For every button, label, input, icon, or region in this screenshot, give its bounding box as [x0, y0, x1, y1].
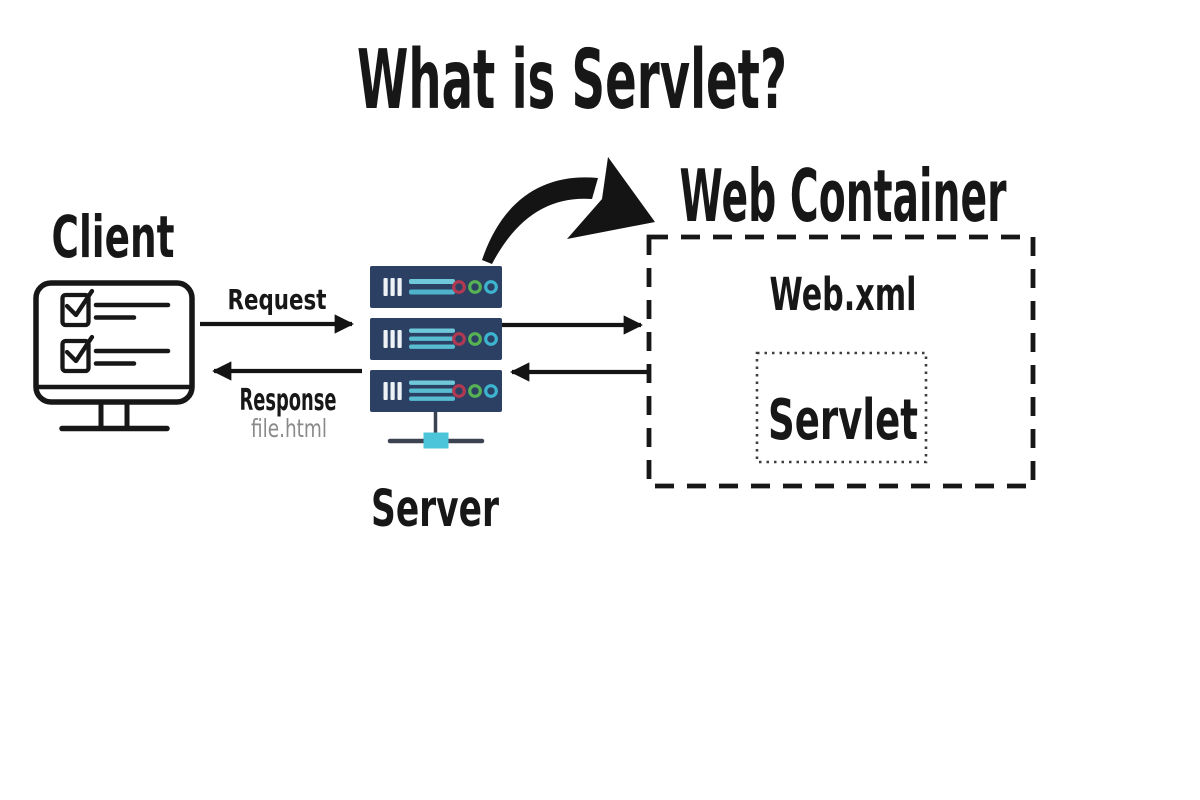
status-led-cyan [484, 280, 498, 294]
vent-bar [383, 382, 388, 400]
curved-arrow-head [567, 157, 655, 239]
checklist-row [60, 334, 171, 374]
vent-bar [390, 330, 395, 348]
vent-bar [383, 330, 388, 348]
server-slot-line [409, 336, 455, 341]
status-led-cyan [484, 384, 498, 398]
server-unit [370, 370, 502, 412]
status-led-green [468, 280, 482, 294]
curved-arrow-icon [482, 157, 655, 264]
server-slot-line [409, 328, 455, 333]
web-container-label: Web Container [680, 154, 1007, 238]
server-slot-line [409, 344, 455, 349]
status-led-green [468, 332, 482, 346]
server-unit [370, 318, 502, 360]
status-led-cyan [484, 332, 498, 346]
status-led-red [452, 332, 466, 346]
server-slot-line [409, 396, 455, 401]
monitor-screen [33, 280, 195, 405]
curved-arrow-body [482, 177, 598, 264]
vent-bar [397, 330, 402, 348]
server-unit-body [370, 266, 502, 308]
server-label: Server [371, 480, 499, 539]
server-slot-line [409, 388, 455, 393]
vent-bar [390, 278, 395, 296]
client-label: Client [52, 203, 175, 271]
check-mark-icon [64, 288, 95, 318]
status-led-green [468, 384, 482, 398]
check-mark-icon [64, 334, 95, 364]
vent-bar [390, 382, 395, 400]
vent-bar [383, 278, 388, 296]
status-led-red [452, 384, 466, 398]
page-title: What is Servlet? [357, 33, 787, 128]
checklist-row [60, 288, 171, 328]
vent-bar [397, 278, 402, 296]
response-file-label: file.html [251, 414, 327, 443]
status-led-red [452, 280, 466, 294]
monitor-checklist-icon [33, 280, 195, 432]
server-rack-icon [370, 266, 502, 449]
server-slot-line [409, 279, 455, 284]
servlet-box [755, 351, 928, 464]
server-stand-hub [423, 432, 449, 449]
server-slot-line [409, 380, 455, 385]
response-label: Response [240, 383, 337, 418]
checkbox-icon [60, 292, 91, 328]
web-xml-label: Web.xml [770, 268, 917, 321]
checkbox-icon [60, 338, 91, 374]
server-unit [370, 266, 502, 308]
vent-bar [397, 382, 402, 400]
servlet-label: Servlet [768, 388, 918, 453]
server-slot-line [409, 289, 455, 295]
request-label: Request [228, 283, 327, 316]
web-container-box [646, 234, 1036, 489]
